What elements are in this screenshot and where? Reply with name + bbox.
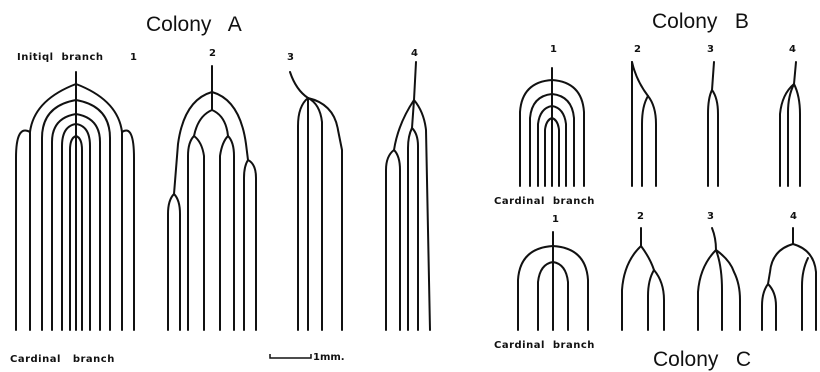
- colony-a-number-3: 3: [287, 52, 294, 63]
- colony-a-number-2: 2: [209, 48, 216, 59]
- colony-c-cardinal-label: Cardinal branch: [494, 340, 595, 351]
- b4-mid: [788, 84, 794, 186]
- b2-right: [648, 96, 656, 186]
- b4-stem: [794, 62, 796, 84]
- colony-c-number-3: 3: [707, 211, 714, 222]
- colony-b-tree-1: [520, 68, 584, 186]
- a2-left-inner: [174, 194, 180, 330]
- colony-b-number-1: 1: [550, 44, 557, 55]
- a3-right: [308, 98, 322, 330]
- c3-mid: [716, 250, 722, 330]
- colony-c-tree-4: [762, 228, 816, 330]
- colony-c-number-4: 4: [790, 211, 797, 222]
- a4-stem: [414, 62, 416, 100]
- colony-b: Colony B 1 2 3 4: [494, 10, 800, 207]
- colony-b-tree-4: [780, 62, 800, 186]
- b2-left: [642, 96, 648, 186]
- colony-c-title: Colony C: [653, 348, 751, 371]
- colony-a-cardinal-label: Cardinal branch: [10, 354, 115, 365]
- colony-a-tree-1: [16, 72, 134, 330]
- colony-a: Colony A Initiql branch 1 2 3 4: [10, 13, 430, 365]
- c3-stem: [712, 228, 716, 250]
- a4-left-2: [394, 150, 400, 330]
- colony-a-title: Colony A: [146, 13, 242, 36]
- c4-right: [793, 244, 816, 330]
- b3-left: [708, 90, 712, 186]
- a3-right-outer: [308, 98, 342, 330]
- colony-c-number-1: 1: [552, 214, 559, 225]
- colony-b-cardinal-label: Cardinal branch: [494, 196, 595, 207]
- c4-left: [762, 244, 793, 330]
- a4-mid: [408, 100, 414, 330]
- colony-b-title: Colony B: [652, 10, 749, 33]
- a2-center-fork: [188, 92, 212, 330]
- colony-c-tree-2: [622, 228, 664, 330]
- b3-stem: [712, 62, 714, 90]
- colony-b-tree-3: [708, 62, 718, 186]
- colony-a-number-1: 1: [130, 52, 137, 63]
- a2-right-inner: [244, 160, 248, 330]
- b3-right: [712, 90, 718, 186]
- scale-label: 1mm.: [313, 352, 345, 363]
- colony-c: 1 2 3 4: [494, 211, 816, 371]
- c4-left-inner: [768, 284, 776, 330]
- a2-center-right-2: [228, 136, 234, 330]
- colony-a-tree-3: [290, 72, 342, 330]
- c4-right-inner: [802, 258, 808, 330]
- a2-center-right: [212, 110, 228, 330]
- colony-b-number-3: 3: [707, 44, 714, 55]
- a4-mid-2: [412, 128, 418, 330]
- initial-branch-label: Initiql branch: [17, 52, 104, 63]
- colony-a-number-4: 4: [411, 48, 418, 59]
- a3-left: [298, 98, 308, 330]
- a3-stem: [290, 72, 308, 98]
- c3-left: [698, 250, 716, 330]
- a2-left-arch: [168, 92, 212, 330]
- colony-c-tree-3: [698, 228, 740, 330]
- colony-b-number-4: 4: [789, 44, 796, 55]
- a2-center-fork-2: [194, 136, 204, 330]
- b4-right: [794, 84, 800, 186]
- colony-b-number-2: 2: [634, 44, 641, 55]
- colony-c-number-2: 2: [637, 211, 644, 222]
- c2-right-inner: [648, 270, 654, 330]
- colony-a-tree-4: [386, 62, 430, 330]
- colony-a-tree-2: [168, 66, 256, 330]
- scale-bar: [270, 354, 311, 358]
- c2-right: [641, 246, 664, 330]
- colony-c-tree-1: [518, 232, 588, 330]
- b2-stem: [632, 62, 648, 96]
- c2-left: [622, 246, 641, 330]
- colony-b-tree-2: [632, 62, 656, 186]
